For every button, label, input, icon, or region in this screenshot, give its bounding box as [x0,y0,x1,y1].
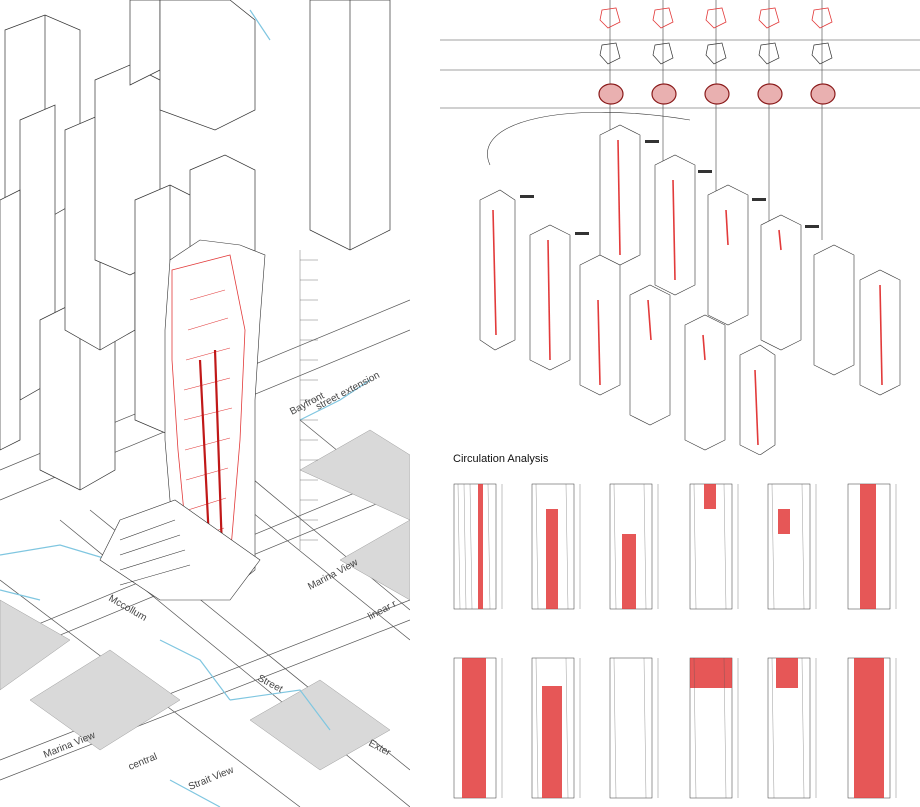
street-label-exten: Exter [367,738,393,759]
circulation-elevations [453,483,897,799]
elevation-row-2 [453,657,891,799]
elevation-row-2-red [462,658,884,798]
tower-stacks-axonometric [440,0,920,455]
street-label-mccollum: Mccollum [107,593,149,624]
plaza-blocks [0,429,410,771]
tower-studies [479,124,901,455]
elevation-scales [501,484,897,798]
floorplate-row-structure [598,83,836,105]
street-label-central: central [127,751,159,772]
tower-level-markers [520,140,819,235]
highlighted-tower [99,239,266,601]
floorplate-row-red [599,7,833,29]
circulation-analysis-title: Circulation Analysis [453,453,549,465]
elevation-1-5 [767,483,811,610]
floorplate-row-grey [599,42,833,65]
elevation-row-1-red [478,484,876,609]
elevation-2-3 [609,657,653,799]
tower-circulation-cores [492,139,883,446]
floorplate-reference-lines [440,0,920,240]
waterfront-links [0,9,371,807]
axonometric-site-view: Bayfront street extension Mccollum Marin… [0,0,410,807]
elevation-row-1 [453,483,891,610]
elevation-1-1 [453,483,497,610]
street-label-straits-view: Strait View [187,764,236,792]
street-label-street-extension: street extension [314,370,382,413]
floor-level-ruler [299,250,318,550]
guide-ellipse [487,112,691,166]
elevation-hatching [457,483,805,799]
street-label-linear: linear r [366,598,399,622]
